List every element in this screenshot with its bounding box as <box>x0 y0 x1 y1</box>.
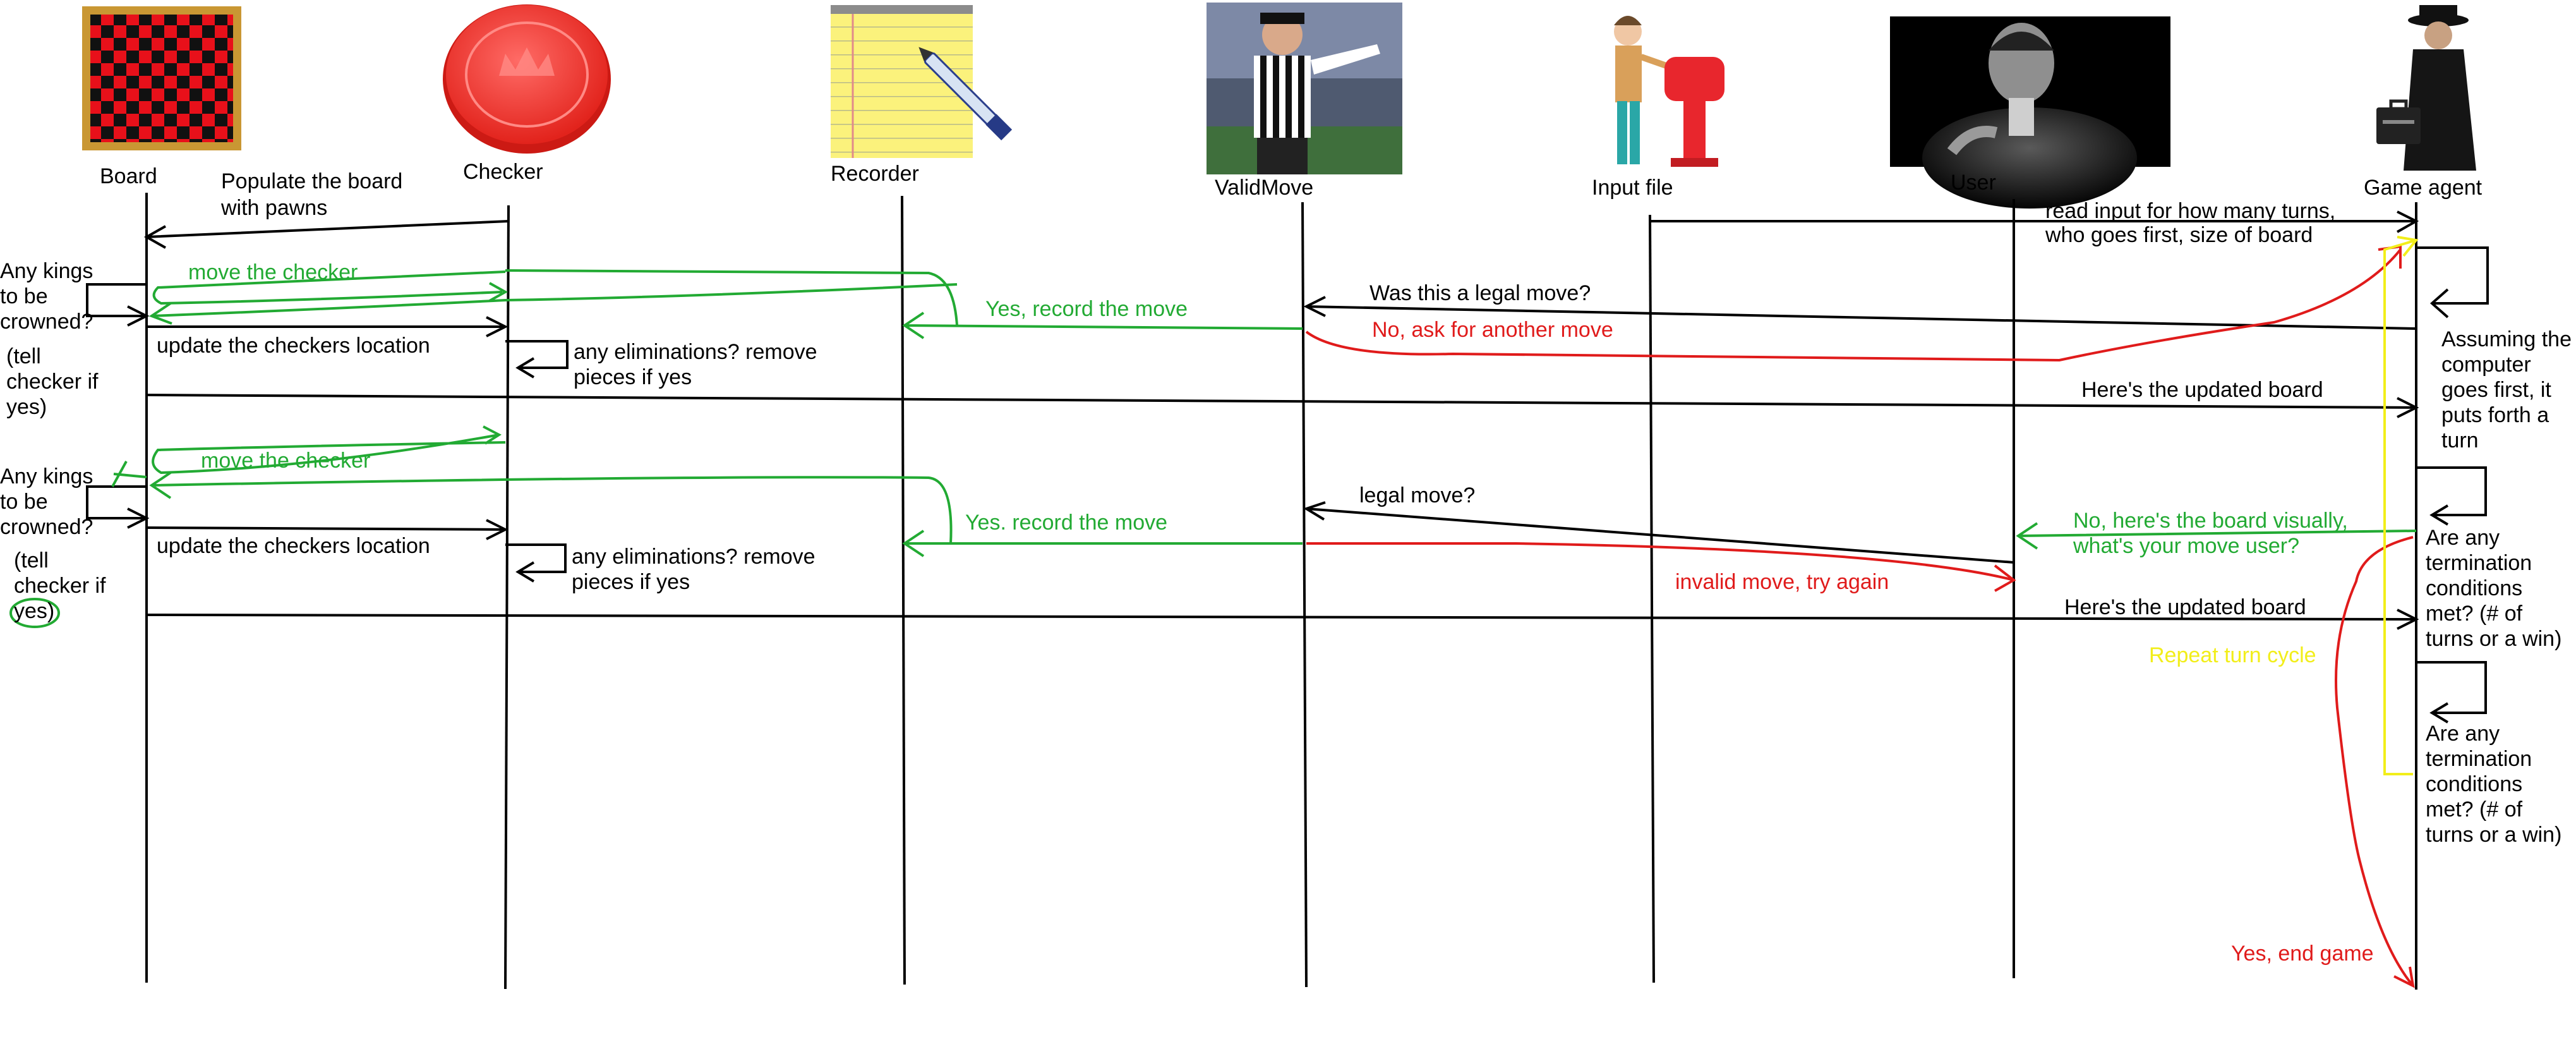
note-term-2-line5: turns or a win) <box>2426 823 2561 847</box>
arrow-repeat-cycle <box>2383 236 2419 775</box>
note-assume-line4: puts forth a <box>2441 403 2549 427</box>
note-kings-1-line2: to be <box>0 284 48 308</box>
msg-move-checker-2: move the checker <box>201 449 370 473</box>
msg-legal-q-2: legal move? <box>1359 483 1475 507</box>
note-tell-2-line1: (tell <box>14 549 49 573</box>
lifeline-validmove <box>1301 202 1308 988</box>
msg-move-checker-1: move the checker <box>188 260 358 284</box>
arrow-update-loc-2 <box>146 519 509 540</box>
lifeline-recorder <box>901 195 906 985</box>
arrow-legal-q-2 <box>1303 501 2014 564</box>
arrow-move-checker-2 <box>152 425 506 475</box>
referee-photo <box>1207 3 1402 174</box>
lifeline-checker <box>504 205 510 990</box>
note-tell-1-line3: yes) <box>6 395 47 419</box>
msg-no-another: No, ask for another move <box>1372 318 1613 342</box>
msg-update-loc-1: update the checkers location <box>157 334 430 358</box>
lifeline-inputfile <box>1649 214 1655 983</box>
circle-yes <box>9 598 60 628</box>
note-kings-2-line3: crowned? <box>0 515 93 539</box>
lifeline-label-validmove: ValidMove <box>1215 176 1313 200</box>
lifelines <box>145 193 2417 990</box>
note-kings-1-line1: Any kings <box>0 259 93 283</box>
note-term-2-line3: conditions <box>2426 772 2522 796</box>
note-kings-2-line2: to be <box>0 490 48 514</box>
arrow-updated-board-2 <box>146 609 2419 630</box>
msg-elim-1a: any eliminations? remove <box>574 340 817 364</box>
note-term-1-line1: Are any <box>2426 526 2500 550</box>
msg-yes-end: Yes, end game <box>2231 942 2374 966</box>
note-assume-line3: goes first, it <box>2441 378 2551 402</box>
note-term-2-line4: met? (# of <box>2426 797 2523 822</box>
selfloop-agent-1 <box>2416 246 2489 318</box>
msg-elim-2a: any eliminations? remove <box>572 545 816 569</box>
arrow-invalid-move <box>1306 542 2016 592</box>
selfloop-kings-1 <box>86 283 150 327</box>
arrow-yes-record-2 <box>902 530 1303 557</box>
arrow-kings-2-green <box>111 461 147 487</box>
msg-read-input-1: read input for how many turns, <box>2045 199 2335 223</box>
arrow-move-checker-1 <box>152 270 509 305</box>
msg-update-loc-2: update the checkers location <box>157 534 430 558</box>
lifeline-label-gameagent: Game agent <box>2364 176 2483 200</box>
note-tell-1-line1: (tell <box>6 344 41 368</box>
arrow-move-checker-2b <box>149 471 953 544</box>
lifeline-label-checker: Checker <box>463 160 543 184</box>
note-term-2-line1: Are any <box>2426 722 2500 746</box>
arrow-update-loc-1 <box>147 316 509 337</box>
arrow-move-checker-1b <box>148 283 958 325</box>
note-assume-line5: turn <box>2441 428 2479 452</box>
msg-no-board-1: No, here's the board visually, <box>2073 509 2348 533</box>
note-term-1-line2: termination <box>2426 551 2532 575</box>
selfloop-agent-2 <box>2416 466 2487 526</box>
notepad-pen-icon <box>831 5 1013 158</box>
msg-read-input-2: who goes first, size of board <box>2045 223 2313 247</box>
note-kings-2-line1: Any kings <box>0 464 93 488</box>
note-term-2-line2: termination <box>2426 747 2532 771</box>
selfloop-elim-2 <box>505 543 567 583</box>
user-photo <box>1890 16 2170 209</box>
arrow-read-input <box>1650 210 2419 233</box>
msg-yes-record-1: Yes, record the move <box>985 297 1188 321</box>
msg-elim-2b: pieces if yes <box>572 570 690 594</box>
arrow-populate <box>143 220 509 249</box>
selfloop-agent-3 <box>2416 661 2487 724</box>
lifeline-label-board: Board <box>100 164 157 188</box>
note-kings-1-line3: crowned? <box>0 310 93 334</box>
msg-no-board-2: what's your move user? <box>2073 534 2299 558</box>
msg-elim-1b: pieces if yes <box>574 365 692 389</box>
note-tell-1-line2: checker if <box>6 370 99 394</box>
arrow-yes-end <box>2335 536 2415 988</box>
msg-updated-board-2: Here's the updated board <box>2064 595 2306 619</box>
selfloop-elim-1 <box>505 340 569 379</box>
msg-repeat: Repeat turn cycle <box>2149 643 2316 667</box>
msg-updated-board-1: Here's the updated board <box>2081 378 2323 402</box>
mailbox-person-icon <box>1614 16 1724 167</box>
arrow-legal-q-1 <box>1303 296 2417 330</box>
red-checker-icon <box>443 4 611 154</box>
arrow-updated-board-1 <box>146 394 2419 418</box>
msg-populate-2: with pawns <box>220 196 327 220</box>
arrow-no-board <box>2016 522 2417 550</box>
lifeline-label-recorder: Recorder <box>831 162 919 186</box>
note-assume-line1: Assuming the <box>2441 327 2572 351</box>
arrow-yes-record-1 <box>505 269 1303 339</box>
lifeline-label-user: User <box>1951 171 1996 195</box>
note-assume-line2: computer <box>2441 353 2531 377</box>
selfloop-kings-2 <box>86 485 150 529</box>
checkerboard-icon <box>82 6 241 150</box>
note-term-1-line3: conditions <box>2426 576 2522 600</box>
note-tell-2-line2: checker if <box>14 574 106 598</box>
note-term-1-line5: turns or a win) <box>2426 627 2561 651</box>
msg-invalid-move: invalid move, try again <box>1675 570 1889 594</box>
lifeline-label-inputfile: Input file <box>1592 176 1673 200</box>
msg-legal-q-1: Was this a legal move? <box>1369 281 1591 305</box>
agent-photo <box>2376 5 2476 171</box>
msg-yes-record-2: Yes. record the move <box>965 511 1167 535</box>
note-tell-2-line3: yes) <box>14 599 54 623</box>
note-term-1-line4: met? (# of <box>2426 602 2523 626</box>
msg-populate-1: Populate the board <box>221 169 402 193</box>
